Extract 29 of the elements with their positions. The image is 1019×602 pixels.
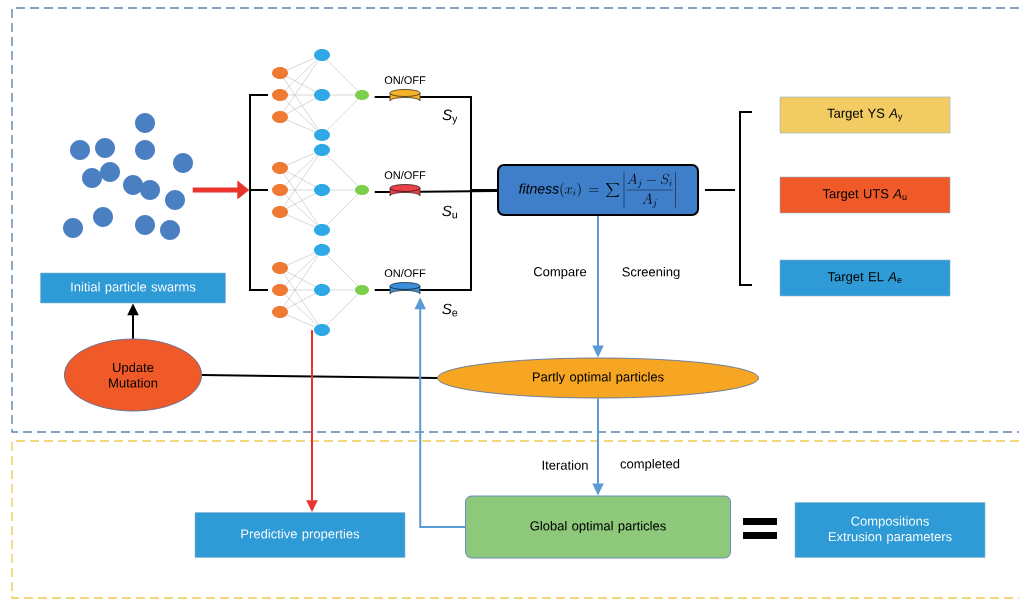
text-label: Compare [533, 267, 587, 279]
switch-cylinder [389, 282, 421, 295]
output-box: Predictive properties [194, 512, 406, 558]
target-box: Target YS A$_{y}$ [779, 96, 951, 134]
text-label: completed [620, 458, 680, 472]
switch-label: ON/OFF [384, 268, 426, 278]
output-box: Compositions Extrusion parameters [794, 502, 986, 558]
signal-label: S$_{u}$ [442, 205, 457, 219]
signal-label: S$_{e}$ [442, 303, 458, 317]
target-box: Target EL A$_{e}$ [779, 259, 951, 297]
switch-label: ON/OFF [384, 75, 426, 85]
process-box: Initial particle swarms [40, 272, 226, 304]
signal-label: S$_{y}$ [442, 109, 458, 125]
connector-line [373, 191, 391, 193]
connector-line [373, 96, 391, 98]
text-label: Iteration [542, 460, 588, 470]
particle-cluster-drawing [63, 113, 193, 240]
connector-line [201, 374, 439, 379]
switch-cylinder [389, 184, 421, 197]
target-box: Target UTS A$_{u}$ [779, 176, 951, 214]
connector-line [419, 190, 498, 193]
neural-network-drawing [249, 49, 369, 336]
connector-line [373, 289, 391, 291]
formula-box: $\mathit{fitness}(x_{i})=\sum\left|\frac{A_{j}-S_{i}}{A_{j}}\right|$ [497, 164, 699, 216]
result-box: Global optimal particles [465, 495, 731, 559]
switch-label: ON/OFF [384, 170, 426, 180]
switch-cylinder [389, 89, 421, 102]
text-label: Screening [622, 266, 680, 280]
connector-line [419, 189, 498, 291]
